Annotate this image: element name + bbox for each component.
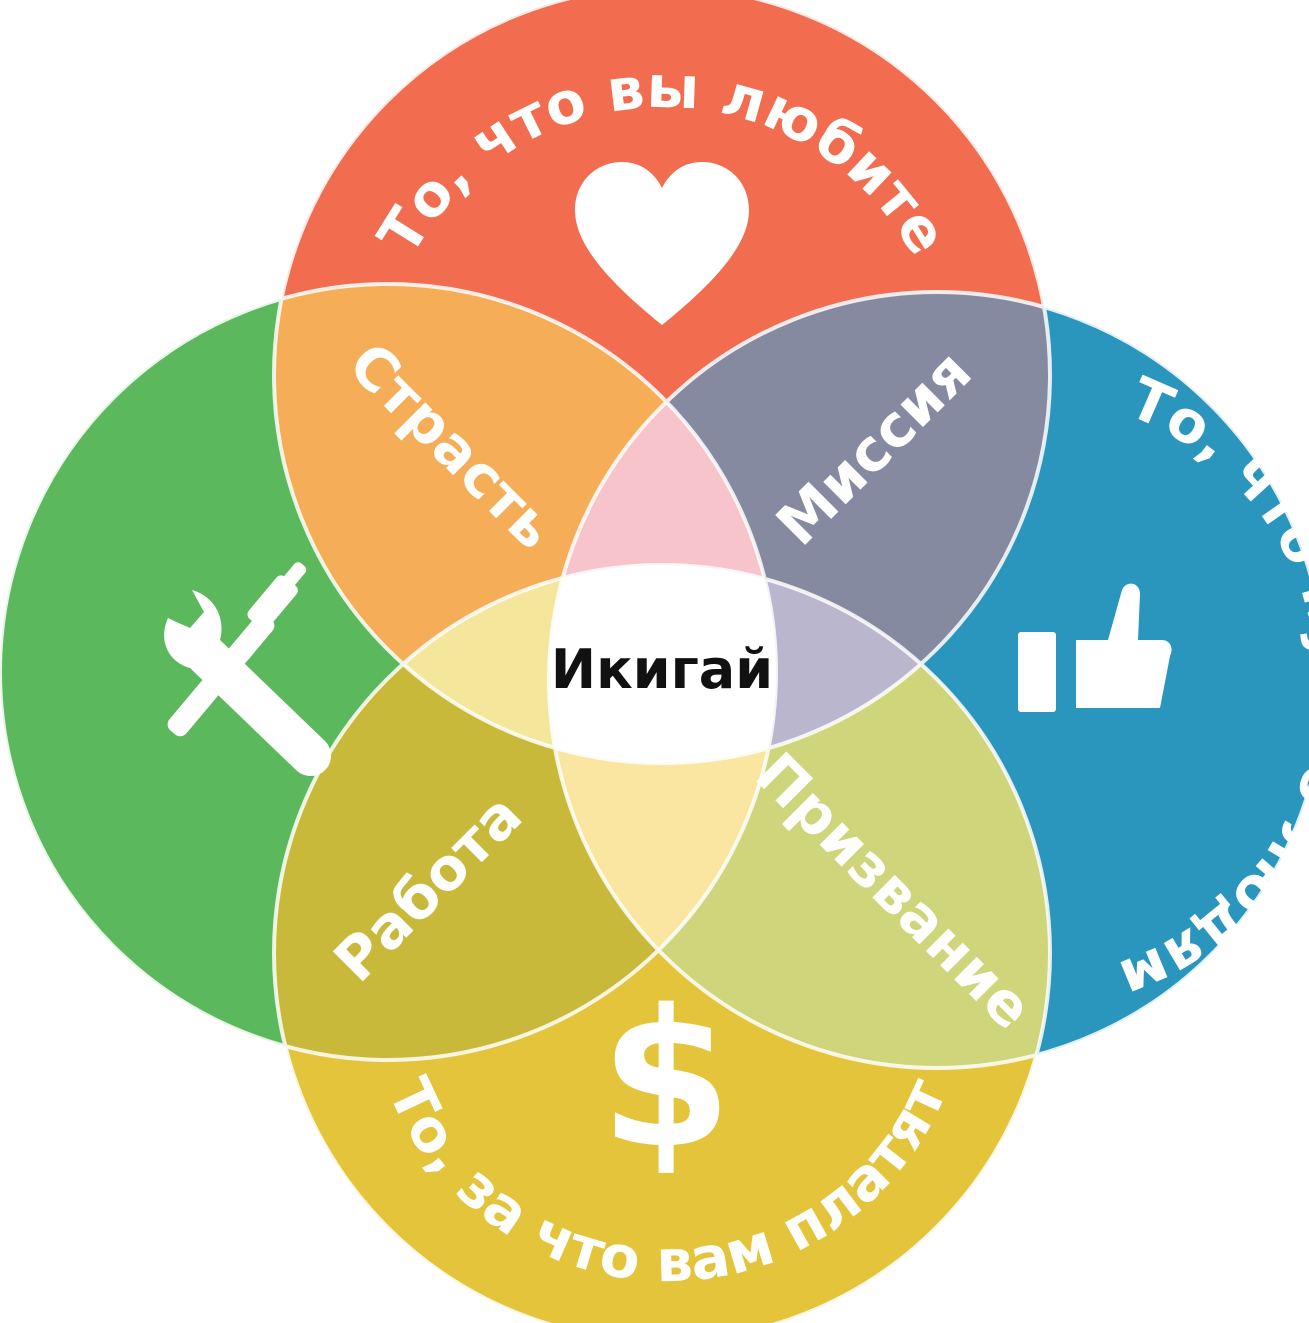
- dollar-icon: $: [600, 969, 732, 1190]
- label-ikigai: Икигай: [551, 638, 773, 701]
- tools-icon: [164, 562, 331, 776]
- heart-icon: [575, 162, 749, 325]
- thumbs-up-icon: [1018, 583, 1172, 712]
